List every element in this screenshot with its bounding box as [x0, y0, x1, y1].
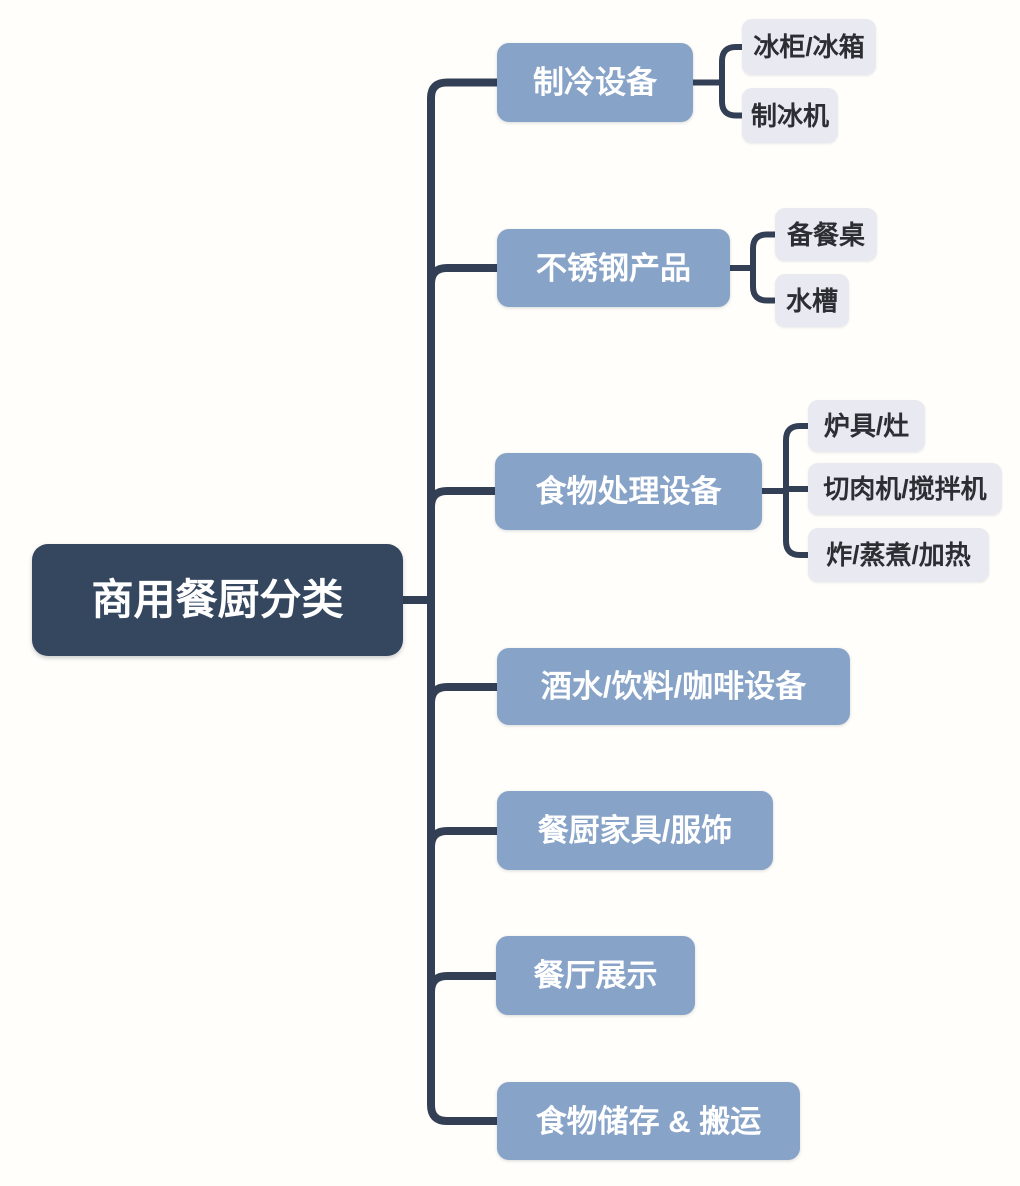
child-node-fry-steam-heat[interactable]: 炸/蒸煮/加热: [808, 528, 989, 582]
branch-node-label: 食物储存 & 搬运: [535, 1103, 762, 1139]
child-node-label: 炉具/灶: [823, 411, 910, 441]
child-node-label: 切肉机/搅拌机: [823, 474, 987, 504]
branch-connector-furniture-apparel: [427, 827, 501, 848]
branch-node-food-processing[interactable]: 食物处理设备: [495, 453, 762, 530]
child-node-ice-maker[interactable]: 制冰机: [742, 88, 838, 143]
child-node-label: 水槽: [785, 285, 838, 316]
child-spine-refrigeration: [719, 44, 746, 119]
child-spine-stainless-steel: [750, 231, 779, 304]
branch-node-label: 食物处理设备: [535, 474, 722, 509]
branch-node-stainless-steel[interactable]: 不锈钢产品: [497, 229, 730, 307]
branch-node-label: 酒水/饮料/咖啡设备: [540, 669, 807, 704]
child-node-prep-table[interactable]: 备餐桌: [775, 208, 877, 261]
branch-connector-stainless-steel: [427, 264, 501, 285]
root-node-label: 商用餐厨分类: [91, 576, 344, 623]
child-node-freezer-fridge[interactable]: 冰柜/冰箱: [742, 19, 876, 75]
branch-node-label: 不锈钢产品: [536, 250, 691, 286]
branch-node-label: 餐厅展示: [533, 958, 658, 993]
child-node-label: 备餐桌: [786, 219, 865, 250]
child-node-label: 炸/蒸煮/加热: [826, 540, 971, 570]
branch-node-label: 餐厨家具/服饰: [537, 813, 733, 848]
child-node-sink[interactable]: 水槽: [775, 274, 849, 327]
branch-node-label: 制冷设备: [533, 65, 657, 100]
branch-node-restaurant-display[interactable]: 餐厅展示: [496, 936, 695, 1015]
branch-connector-restaurant-display: [427, 972, 500, 993]
child-node-stove[interactable]: 炉具/灶: [808, 400, 925, 452]
root-node-commercial-kitchen-categories[interactable]: 商用餐厨分类: [32, 544, 403, 656]
trunk-line: [427, 78, 501, 1125]
branch-node-refrigeration[interactable]: 制冷设备: [497, 43, 693, 122]
branch-node-food-storage-transport[interactable]: 食物储存 & 搬运: [497, 1082, 800, 1160]
child-node-label: 制冰机: [750, 100, 829, 131]
branch-node-beverage-coffee[interactable]: 酒水/饮料/咖啡设备: [497, 648, 850, 725]
child-node-label: 冰柜/冰箱: [753, 32, 865, 62]
branch-connector-food-processing: [427, 487, 499, 508]
branch-node-furniture-apparel[interactable]: 餐厨家具/服饰: [497, 791, 773, 870]
child-node-meat-cutter-mixer[interactable]: 切肉机/搅拌机: [808, 463, 1002, 515]
branch-connector-beverage-coffee: [427, 683, 501, 704]
